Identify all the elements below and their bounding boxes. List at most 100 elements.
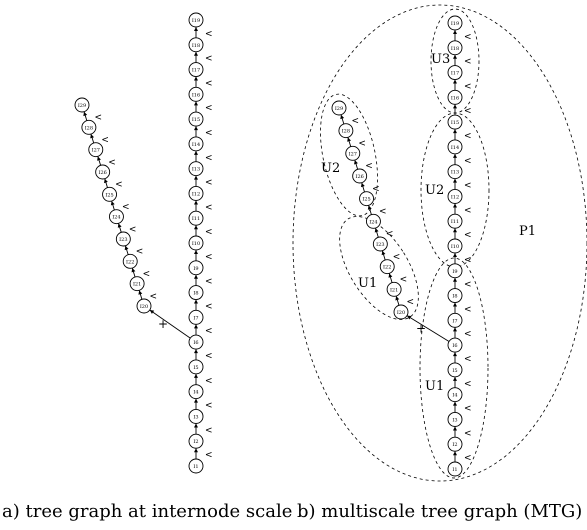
- tree-a-node-label: I24: [112, 215, 120, 221]
- tree-a-edge-arrowhead: [194, 324, 198, 329]
- tree-a-node-label: I25: [105, 192, 113, 198]
- tree-a-edge-arrowhead: [194, 448, 198, 453]
- tree-b-edge-arrowhead: [347, 137, 352, 142]
- tree-a-edge-symbol: <: [205, 252, 213, 262]
- tree-b-edge-symbol: <: [464, 280, 472, 290]
- caption-tree-graph: a) tree graph at internode scale: [2, 501, 293, 522]
- tree-a-node: [188, 12, 204, 28]
- tree-a-edge-arrowhead: [194, 274, 198, 279]
- tree-b-edge-symbol: <: [358, 139, 366, 149]
- tree-a-node-label: I2: [193, 439, 198, 445]
- tree-b-edge-arrowhead: [453, 228, 457, 233]
- tree-a-edge-symbol: <: [101, 136, 109, 146]
- tree-b-node: [447, 139, 463, 155]
- tree-b-node-label: I20: [397, 310, 405, 316]
- tree-b-edge-symbol: <: [464, 206, 472, 216]
- tree-b-edge-arrowhead: [453, 376, 457, 381]
- tree-b-edge-symbol: <: [464, 330, 472, 340]
- tree-a-edge-symbol: <: [205, 327, 213, 337]
- tree-a-edge-symbol: <: [136, 247, 144, 257]
- tree-b-edge-arrowhead: [453, 327, 457, 332]
- tree-a-node-label: I13: [192, 167, 200, 173]
- panel-b-multiscale-tree-graph: P1 U3 U2 U1 U2 U1 <<<<<<<<<<<<<<<<<<+<<<…: [292, 4, 587, 482]
- panel-a-tree-graph: <<<<<<<<<<<<<<<<<<+<<<<<<<<<I1I2I3I4I5I6…: [74, 12, 213, 474]
- tree-b-node: [386, 281, 402, 297]
- tree-b-node: [447, 387, 463, 403]
- tree-b-edge-symbol: <: [407, 298, 415, 308]
- tree-a-edge-symbol: <: [205, 426, 213, 436]
- tree-a-node-label: I19: [192, 18, 200, 24]
- tree-a-node-label: I9: [193, 266, 198, 272]
- tree-a-edge-symbol: <: [205, 79, 213, 89]
- tree-a-edge-symbol: <: [122, 203, 130, 213]
- tree-a-node-label: I17: [192, 68, 200, 74]
- tree-a-edge-symbol: <: [205, 451, 213, 461]
- tree-a-edge-symbol: <: [205, 29, 213, 39]
- tree-b-edge-symbol: <: [464, 429, 472, 439]
- tree-b-edge-symbol: <: [386, 230, 394, 240]
- tree-a-edge-symbol: <: [205, 352, 213, 362]
- tree-b-node-label: I18: [451, 46, 459, 52]
- tree-a-node-label: I10: [192, 241, 200, 247]
- tree-b-node-label: I22: [383, 265, 391, 271]
- tree-a-node: [188, 136, 204, 152]
- tree-a-node: [129, 276, 145, 292]
- tree-b-edge-arrowhead: [374, 228, 379, 233]
- mtg-figure: <<<<<<<<<<<<<<<<<<+<<<<<<<<<I1I2I3I4I5I6…: [74, 4, 587, 482]
- tree-a-node: [88, 142, 104, 158]
- tree-b-node: [447, 114, 463, 130]
- tree-b-node: [447, 238, 463, 254]
- tree-a-edge-arrowhead: [131, 268, 136, 273]
- tree-b-edge-arrowhead: [453, 203, 457, 208]
- tree-b-node: [447, 312, 463, 328]
- tree-a-node: [122, 253, 138, 269]
- tree-a-edge-arrowhead: [97, 156, 101, 161]
- tree-b-node-label: I5: [452, 368, 457, 374]
- tree-a-edge-arrowhead: [194, 299, 198, 304]
- unit-ellipse-branch-u2: [320, 93, 378, 217]
- unit-label-p1: P1: [519, 224, 536, 239]
- tree-a-edge-symbol: <: [115, 180, 123, 190]
- tree-b-edge-arrowhead: [453, 30, 457, 34]
- tree-a-node: [74, 97, 90, 113]
- unit-label-main-u1: U1: [425, 379, 444, 394]
- tree-a-edge-arrowhead: [194, 349, 198, 354]
- tree-a-edge-symbol: <: [205, 376, 213, 386]
- unit-label-branch-u1: U1: [358, 276, 377, 291]
- tree-b-edge-symbol: <: [464, 107, 472, 117]
- unit-label-main-u3: U3: [431, 52, 450, 67]
- tree-a-node: [136, 298, 152, 314]
- tree-a-node: [188, 285, 204, 301]
- tree-a-node-label: I29: [78, 103, 86, 109]
- tree-b-edge: [406, 315, 450, 342]
- tree-b-node: [447, 337, 463, 353]
- tree-b-node-label: I12: [451, 194, 459, 200]
- tree-a-node-label: I14: [192, 142, 200, 148]
- tree-b-node-label: I13: [451, 170, 459, 176]
- tree-a-edge-arrowhead: [194, 126, 198, 131]
- tree-a-node-label: I18: [192, 43, 200, 49]
- tree-b-node: [359, 191, 375, 207]
- tree-a-node: [188, 37, 204, 53]
- tree-b-node-label: I1: [452, 467, 457, 473]
- tree-a-edge-symbol: <: [205, 104, 213, 114]
- tree-b-node-label: I15: [451, 120, 459, 126]
- tree-a-node-label: I6: [193, 340, 198, 346]
- tree-a-node: [188, 359, 204, 375]
- tree-b-edge-symbol: <: [464, 454, 472, 464]
- tree-a-edge-arrowhead: [194, 76, 198, 81]
- tree-b-edge-arrowhead: [354, 160, 358, 165]
- tree-a-node-label: I3: [193, 414, 198, 420]
- tree-b-node: [331, 100, 347, 116]
- tree-a-node-label: I7: [193, 315, 198, 321]
- tree-b-node-label: I10: [451, 244, 459, 250]
- tree-a-edge-arrowhead: [110, 201, 115, 206]
- tree-b-node: [372, 236, 388, 252]
- tree-b-node-label: I8: [452, 294, 457, 300]
- tree-a-edge-symbol: <: [205, 302, 213, 312]
- unit-ellipse-main-u1: [419, 257, 489, 479]
- tree-b-node-label: I21: [390, 287, 398, 293]
- tree-a-edge-symbol: <: [205, 203, 213, 213]
- tree-b-node-label: I3: [452, 417, 457, 423]
- tree-b-node-label: I4: [452, 393, 457, 399]
